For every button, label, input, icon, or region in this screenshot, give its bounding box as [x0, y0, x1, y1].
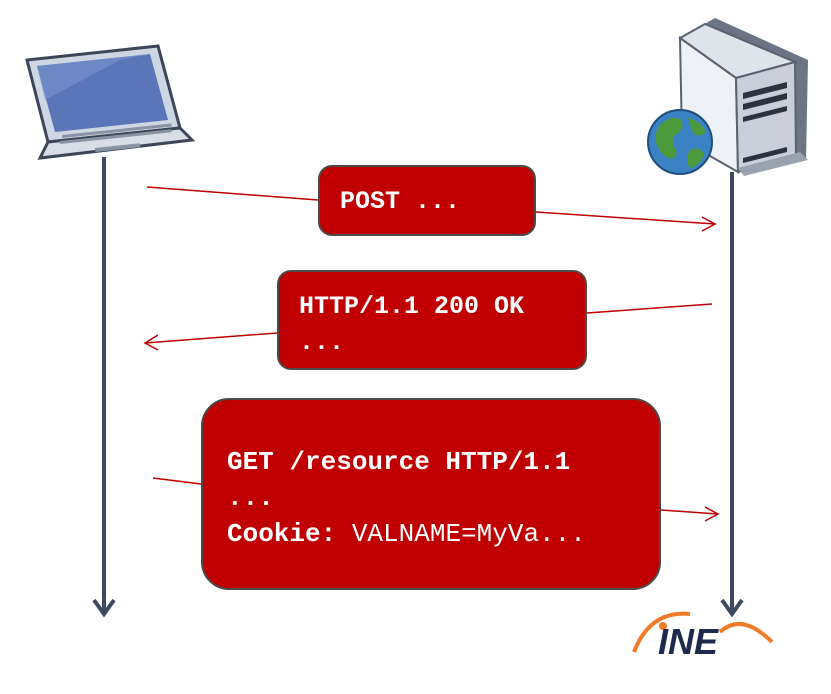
cookie-label: Cookie:	[227, 519, 337, 549]
ine-logo: INE	[632, 611, 774, 662]
message-line: ...	[227, 483, 274, 513]
message-get: GET /resource HTTP/1.1 ... Cookie: VALNA…	[201, 398, 661, 590]
message-line: HTTP/1.1 200 OK	[299, 292, 525, 321]
arrow-response	[143, 303, 713, 351]
arrow-get	[152, 477, 720, 522]
cookie-line: Cookie: VALNAME=MyVa...	[227, 516, 659, 552]
message-response: HTTP/1.1 200 OK ...	[277, 270, 587, 370]
laptop-icon	[25, 44, 196, 160]
cookie-value: VALNAME=MyVa...	[351, 519, 586, 549]
message-line: ...	[299, 328, 345, 357]
message-line: GET /resource HTTP/1.1	[227, 447, 571, 477]
client-lifeline	[92, 157, 116, 618]
message-line: POST ...	[340, 187, 461, 216]
server-lifeline	[720, 172, 744, 618]
logo-text: INE	[658, 621, 719, 662]
message-post: POST ...	[318, 165, 536, 236]
web-server-icon	[647, 18, 808, 176]
arrow-post	[146, 186, 717, 232]
